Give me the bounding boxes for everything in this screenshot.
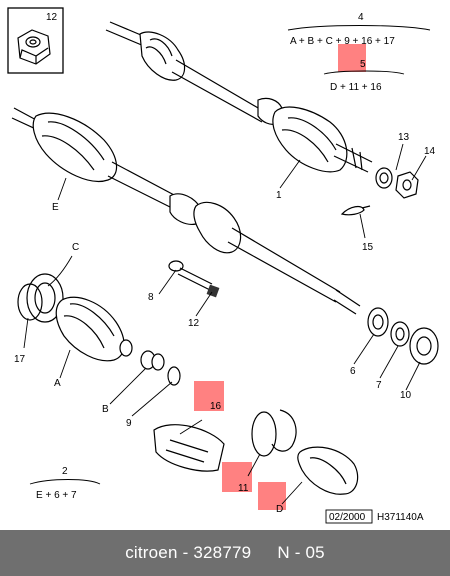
highlight-5 (338, 44, 366, 72)
seal-7 (390, 321, 410, 347)
callout-4: 4 (358, 12, 364, 23)
bearing-6 (367, 307, 389, 337)
footer-separator: - (182, 543, 189, 562)
reference-label: 02/2000 H371140A (325, 509, 424, 524)
nut-12 (206, 284, 220, 298)
callout-13: 13 (398, 132, 410, 143)
formula-2-text: E + 6 + 7 (36, 490, 77, 501)
clamp-B (140, 350, 165, 371)
footer-bar: citroen - 328779 N - 05 (0, 530, 450, 576)
formula-5-text: D + 11 + 16 (330, 82, 382, 93)
callout-1: 1 (276, 190, 282, 201)
highlight-D (258, 482, 286, 510)
reference-date: 02/2000 (329, 512, 366, 523)
footer-part-number: 328779 (193, 543, 252, 562)
bolt-8 (168, 260, 213, 291)
clamp-11 (251, 409, 297, 457)
footer-brand-part: citroen - 328779 (125, 543, 251, 563)
callout-15: 15 (362, 242, 374, 253)
formula-group-4: 4 A + B + C + 9 + 16 + 17 (287, 12, 431, 47)
callout-6: 6 (350, 366, 356, 377)
split-pin-15 (340, 205, 371, 216)
highlight-16 (194, 381, 224, 411)
driveshaft-right (105, 21, 373, 173)
formula-group-5: 5 D + 11 + 16 (323, 59, 405, 93)
callout-5: 5 (360, 59, 366, 70)
washer-13 (375, 167, 393, 189)
boot-A (55, 296, 133, 362)
circlip-17 (17, 283, 43, 321)
callout-2: 2 (62, 466, 68, 477)
formula-4-text: A + B + C + 9 + 16 + 17 (290, 36, 395, 47)
callout-8: 8 (148, 292, 154, 303)
highlight-11 (222, 462, 252, 492)
grease-pack-16 (153, 424, 225, 472)
footer-brand: citroen (125, 543, 178, 562)
callout-D: D (276, 504, 283, 515)
footer-diagram-id: N - 05 (277, 543, 325, 562)
flange-10 (409, 327, 439, 365)
callout-10: 10 (400, 390, 412, 401)
callout-12: 12 (188, 318, 200, 329)
callout-C: C (72, 242, 79, 253)
exploded-parts-diagram: 12 (7, 7, 439, 524)
circlip-C (26, 273, 64, 323)
callout-17: 17 (14, 354, 26, 365)
callout-16: 16 (210, 401, 222, 412)
callout-B: B (102, 404, 109, 415)
driveshaft-left (11, 107, 361, 315)
formula-group-2: 2 E + 6 + 7 (29, 466, 101, 501)
reference-code: H371140A (377, 512, 424, 523)
boot-D (297, 446, 359, 495)
callout-11: 11 (238, 483, 249, 494)
ring-9 (167, 366, 181, 386)
callout-7: 7 (376, 380, 382, 391)
callout-9: 9 (126, 418, 132, 429)
callout-14: 14 (424, 146, 436, 157)
callout-E: E (52, 202, 59, 213)
nut-inset-box: 12 (7, 7, 64, 74)
callout-A: A (54, 378, 61, 389)
nut-icon (17, 29, 51, 65)
callout-12-box: 12 (46, 12, 58, 23)
